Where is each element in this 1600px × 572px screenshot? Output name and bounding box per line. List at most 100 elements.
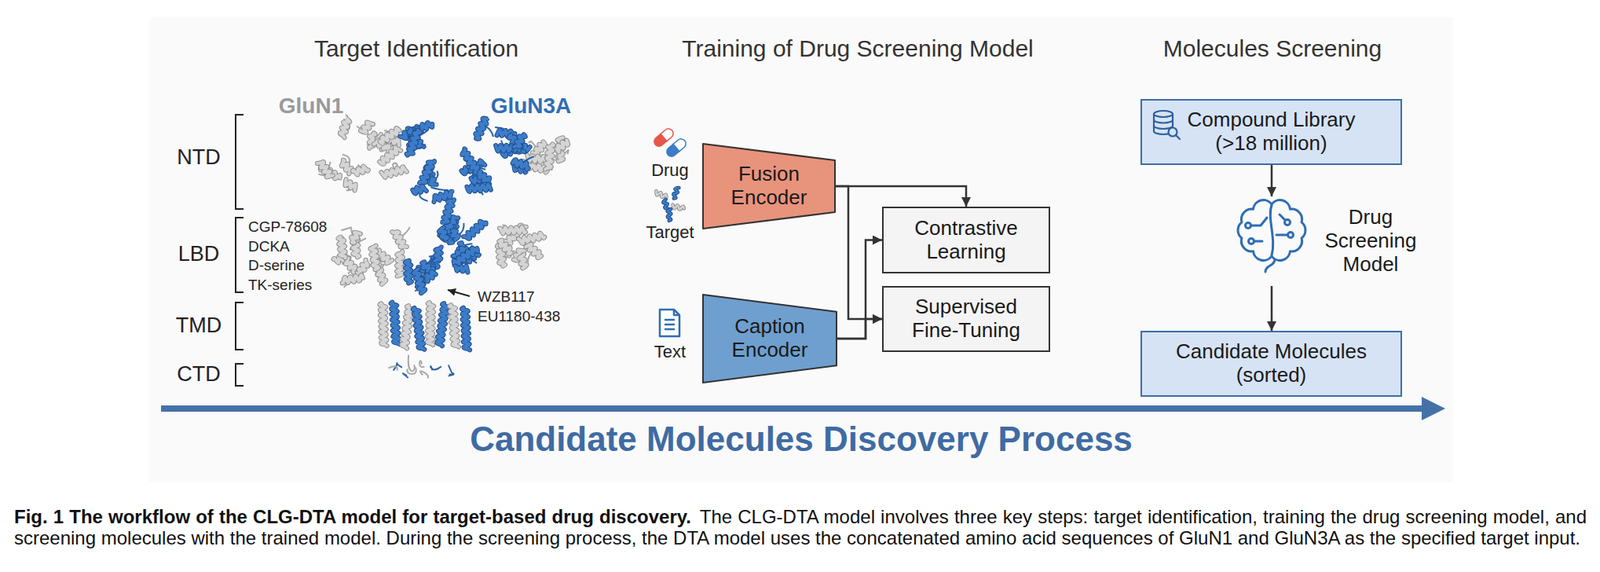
helix-ribbon [436,303,448,346]
helix-ribbon [401,305,413,348]
magnifier-handle [1175,135,1180,140]
helix-ribbon [341,160,352,175]
process-arrow-head [1421,396,1446,421]
domain-label: NTD [174,145,224,170]
helix-ribbon [401,305,413,348]
helix-ribbon [351,232,361,243]
helix-ribbon [317,161,334,177]
trapezoid-outline [702,143,835,229]
helix-ribbon [405,260,412,284]
brain-icon [1237,200,1306,272]
brain-outline [1237,200,1306,261]
document-outline [659,309,680,337]
helix-ribbon [519,254,528,269]
circuit-node [1245,223,1252,229]
caption-heading: Fig. 1 The workflow of the CLG-DTA model… [14,505,692,528]
encoder-trapezoid: Fusion Encoder [702,142,836,230]
coil-loop [420,370,429,378]
helix-ribbon [463,221,487,239]
circuit-node [1285,219,1291,226]
helix-ribbon [342,274,363,283]
document-line [664,318,675,322]
helix-ribbon [360,121,374,132]
helix-ribbon [454,248,479,264]
input-label: Text [651,341,689,362]
subunit-label: GluN1 [276,93,346,119]
helix-ribbon [341,160,352,175]
helix-ribbon [449,304,459,347]
ligand-label: EU1180-438 [475,307,563,326]
helix-ribbon [412,186,427,195]
helix-ribbon [545,143,554,169]
helix-ribbon [390,302,400,345]
database-ring [1153,120,1173,124]
helix-ribbon [454,264,469,272]
data-box: Candidate Molecules(sorted) [1140,330,1403,397]
helix-ribbon [380,166,407,178]
process-banner: Candidate Molecules Discovery Process [467,419,1136,460]
helix-ribbon [340,117,351,138]
helix-ribbon [442,199,455,223]
helix-ribbon [379,303,387,346]
helix-ribbon [512,159,529,169]
helix-ribbon [434,246,441,261]
helix-ribbon [380,128,400,144]
process-box: Contrastive Learning [882,206,1051,274]
helix-ribbon [369,245,379,270]
helix-ribbon [449,304,459,347]
process-arrow [161,405,1427,412]
helix-ribbon [340,117,351,138]
trapezoid-outline [702,294,837,383]
helix-ribbon [337,237,346,259]
helix-ribbon [466,183,491,192]
domain-label: LBD [175,241,223,267]
helix-ribbon [499,227,526,235]
helix-ribbon [436,303,448,346]
helix-ribbon [413,269,425,293]
helix-ribbon [673,204,685,209]
coil-loop [408,355,415,372]
ligand-label: D-serine [245,256,308,275]
section-heading: Training of Drug Screening Model [679,35,1036,63]
node-text: Fusion Encoder [717,162,821,210]
process-box: Supervised Fine-Tuning [882,285,1051,352]
helix-ribbon [519,254,528,269]
domain-bracket [235,114,244,209]
helix-ribbon [413,307,425,350]
coil-loop [448,365,455,376]
helix-ribbon [532,141,546,155]
helix-ribbon [454,264,469,272]
helix-ribbon [345,257,356,272]
helix-ribbon [396,251,403,276]
helix-ribbon [380,166,407,178]
circuit-node [1248,238,1255,245]
helix-ribbon [545,143,554,169]
flow-connector [837,318,883,339]
ligand-label: TK-series [245,276,315,294]
helix-ribbon [413,307,425,350]
node-text: Drug Screening Model [1319,205,1422,277]
helix-ribbon [390,302,400,345]
helix-ribbon [439,227,448,240]
helix-ribbon [499,227,526,235]
input-label: Target [643,222,696,242]
helix-ribbon [351,232,361,243]
helix-ribbon [344,179,356,191]
helix-ribbon [525,244,542,259]
coil-loop [419,360,425,367]
figure-caption: Fig. 1 The workflow of the CLG-DTA model… [14,505,1587,549]
helix-ribbon [396,251,403,276]
encoder-trapezoid: Caption Encoder [702,293,838,384]
helix-ribbon [379,146,401,164]
section-heading: Target Identification [311,35,521,63]
domain-label: CTD [174,362,224,387]
helix-ribbon [369,245,379,270]
helix-ribbon [442,199,455,223]
document-icon [659,309,680,337]
domain-bracket [235,302,244,350]
node-text: Supervised Fine-Tuning [891,295,1041,343]
helix-ribbon [673,204,685,209]
flow-connector [1270,164,1274,197]
helix-ribbon [391,231,407,248]
